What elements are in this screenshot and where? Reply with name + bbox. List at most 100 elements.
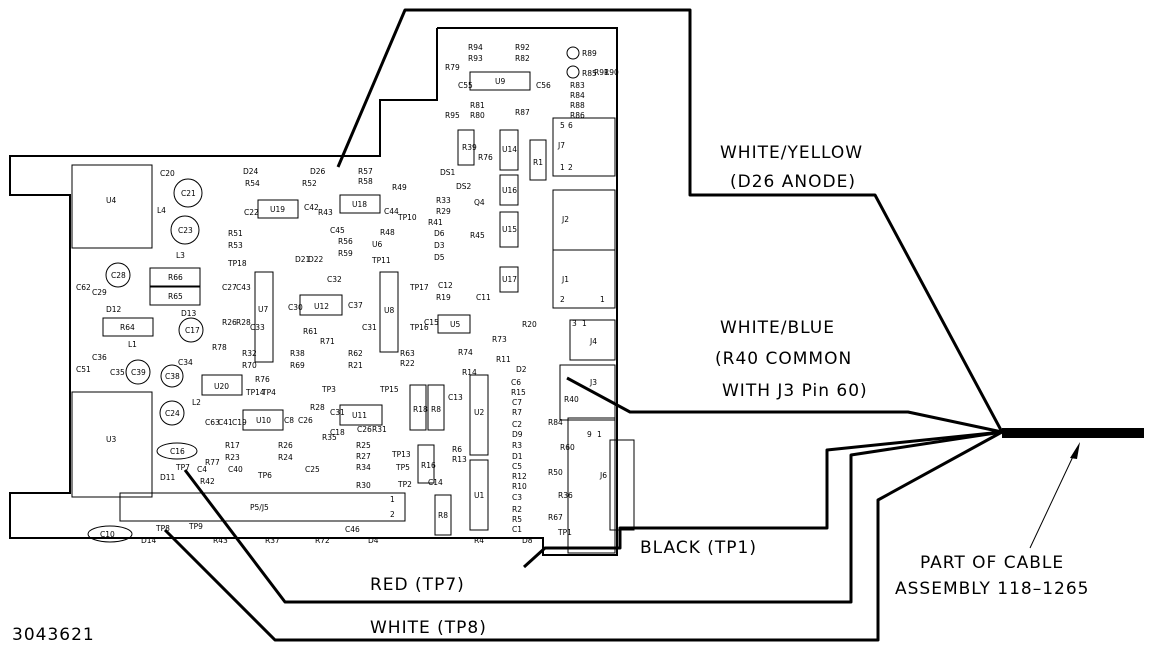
label-tp16: TP16 (409, 323, 429, 332)
label-d12: D12 (106, 305, 122, 314)
label-c15: C15 (424, 318, 439, 327)
wire-white-blue (566, 376, 1003, 434)
label-c18: C18 (330, 428, 345, 437)
label-r4: R4 (474, 536, 484, 545)
label-c35: C35 (110, 368, 125, 377)
drawing-number: 3043621 (12, 625, 95, 645)
u12-outline (299, 294, 343, 316)
wire-white-yellow (336, 8, 1004, 433)
label-r11: R11 (496, 355, 511, 364)
label-c44: C44 (384, 207, 399, 216)
label-r6: R6 (452, 445, 462, 454)
callout-red-tp7: RED (TP7) (370, 575, 465, 595)
label-r12: R12 (512, 472, 527, 481)
label-tp10: TP10 (397, 213, 417, 222)
label-r51: R51 (228, 229, 243, 238)
label-c32: C32 (327, 275, 342, 284)
r65-outline (149, 286, 201, 306)
label-r35: R35 (322, 433, 337, 442)
label-r37: R37 (265, 536, 280, 545)
label-c13: C13 (448, 393, 463, 402)
label-d6: D6 (434, 229, 445, 238)
u14-outline (499, 129, 519, 171)
label-c28: C28 (111, 271, 126, 280)
label-r2: R2 (512, 505, 522, 514)
label-j7: J7 (557, 141, 565, 150)
label-pin2b: 2 (560, 295, 565, 304)
label-r54: R54 (245, 179, 260, 188)
label-u20: U20 (214, 382, 229, 391)
label-u1: U1 (474, 491, 484, 500)
label-r41: R41 (428, 218, 443, 227)
c23-outline (170, 215, 200, 245)
label-r5: R5 (512, 515, 522, 524)
label-c10: C10 (100, 530, 115, 539)
callout-white-yellow: WHITE/YELLOW (720, 143, 863, 163)
label-r40: R40 (564, 395, 579, 404)
label-r13: R13 (452, 455, 467, 464)
label-l2: L2 (192, 398, 201, 407)
c39-outline (125, 359, 151, 385)
callout-part-of-cable: PART OF CABLE (920, 553, 1064, 573)
label-c12: C12 (438, 281, 453, 290)
label-tp15: TP15 (379, 385, 399, 394)
wire-red (183, 430, 1003, 604)
callout-assembly: ASSEMBLY 118–1265 (895, 579, 1090, 599)
wire-black (522, 430, 1003, 569)
label-r74: R74 (458, 348, 473, 357)
label-tp4: TP4 (261, 388, 276, 397)
label-u8: U8 (384, 306, 394, 315)
label-d26: D26 (310, 167, 326, 176)
label-c19: C19 (232, 418, 247, 427)
label-tp8: TP8 (155, 524, 170, 533)
label-r60: R60 (560, 443, 575, 452)
label-u14: U14 (502, 145, 517, 154)
label-r8: R8 (431, 405, 441, 414)
callout-with-j3: WITH J3 Pin 60) (722, 381, 868, 401)
label-r10: R10 (512, 482, 527, 491)
label-d4: D4 (368, 536, 379, 545)
label-c36: C36 (92, 353, 107, 362)
label-u5: U5 (450, 320, 460, 329)
label-tp6: TP6 (257, 471, 272, 480)
u11-outline (339, 404, 383, 426)
label-r21: R21 (348, 361, 363, 370)
label-pin2: 2 (568, 163, 573, 172)
label-r83: R83 (570, 81, 585, 90)
u1-outline (469, 459, 489, 531)
label-r92: R92 (515, 43, 530, 52)
label-c3: C3 (512, 493, 522, 502)
label-c17: C17 (185, 326, 200, 335)
label-c55: C55 (458, 81, 473, 90)
c24-outline (159, 400, 185, 426)
c16-outline (156, 442, 198, 460)
label-c4: C4 (197, 465, 207, 474)
label-u6: U6 (372, 240, 382, 249)
r85-outline (566, 65, 580, 79)
label-tp13: TP13 (391, 450, 411, 459)
label-r32: R32 (242, 349, 257, 358)
label-pin1e: 1 (390, 495, 395, 504)
label-r28b: R28 (310, 403, 325, 412)
c28-outline (105, 262, 131, 288)
label-r27: R27 (356, 452, 371, 461)
label-tp7: TP7 (175, 463, 190, 472)
label-r1: R1 (533, 158, 543, 167)
label-r62: R62 (348, 349, 363, 358)
label-r61: R61 (303, 327, 318, 336)
label-j3: J3 (589, 378, 597, 387)
label-r85: R85 (582, 69, 597, 78)
label-c37: C37 (348, 301, 363, 310)
label-c26: C26 (298, 416, 313, 425)
label-u2: U2 (474, 408, 484, 417)
connector-j6-shell (609, 439, 635, 531)
label-r90: R90 (604, 68, 619, 77)
label-r84b: R84 (548, 418, 563, 427)
label-d11: D11 (160, 473, 176, 482)
label-r91: R91 (594, 68, 609, 77)
label-r86: R86 (570, 111, 585, 120)
label-r17: R17 (225, 441, 240, 450)
label-r28: R28 (236, 318, 251, 327)
callout-white-blue: WHITE/BLUE (720, 318, 835, 338)
label-u15: U15 (502, 225, 517, 234)
